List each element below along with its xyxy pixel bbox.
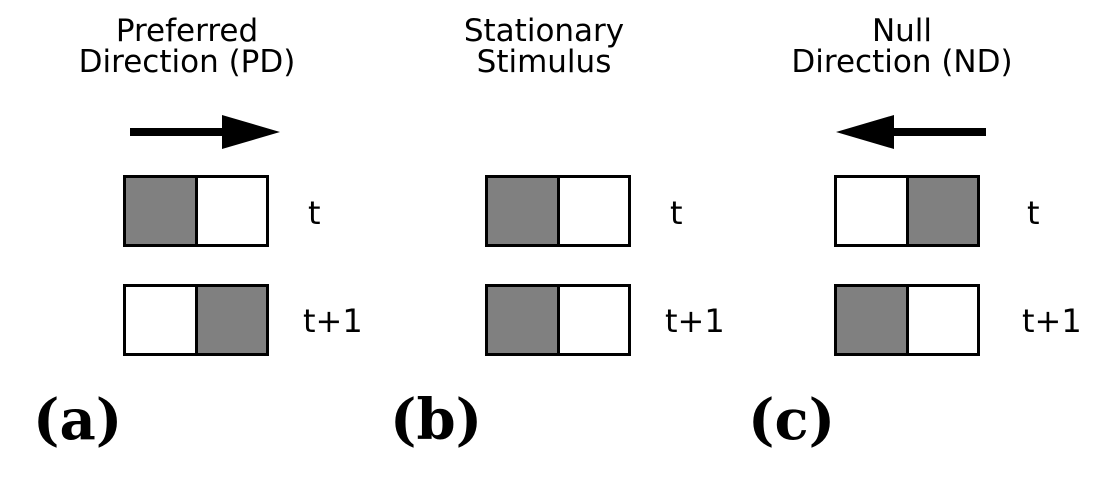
time-label: t (670, 194, 683, 232)
stimulus-row-t-plus-1 (123, 284, 269, 356)
stimulus-cell-empty (126, 287, 195, 353)
time-label: t+1 (1022, 302, 1082, 340)
panel-title: Preferred Direction (PD) (57, 16, 317, 78)
panel-letter: (b) (390, 387, 483, 453)
panel-title-line1: Preferred (115, 13, 259, 49)
time-label: t (308, 194, 321, 232)
stimulus-row-t (485, 175, 631, 247)
panel-stationary-stimulus: Stationary Stimulus t t+1 (b) (362, 0, 725, 481)
time-label: t+1 (303, 302, 363, 340)
panel-title: Null Direction (ND) (772, 16, 1032, 78)
panel-title-line1: Null (871, 13, 933, 49)
stimulus-cell-filled (126, 178, 195, 244)
panel-preferred-direction: Preferred Direction (PD) t t+1 (a) (0, 0, 363, 481)
stimulus-cell-empty (194, 178, 266, 244)
panel-title-line2: Stimulus (476, 44, 612, 80)
panel-title-line2: Direction (PD) (78, 44, 296, 80)
stimulus-cell-empty (837, 178, 906, 244)
stimulus-cell-empty (556, 178, 628, 244)
stimulus-row-t (834, 175, 980, 247)
stimulus-cell-filled (488, 178, 557, 244)
stimulus-cell-filled (194, 287, 266, 353)
stimulus-cell-filled (488, 287, 557, 353)
stimulus-cell-filled (905, 178, 977, 244)
stimulus-cell-empty (905, 287, 977, 353)
stimulus-cell-filled (837, 287, 906, 353)
panel-title-line1: Stationary (463, 13, 625, 49)
stimulus-cell-empty (556, 287, 628, 353)
stimulus-row-t-plus-1 (485, 284, 631, 356)
panel-title: Stationary Stimulus (414, 16, 674, 78)
stimulus-row-t-plus-1 (834, 284, 980, 356)
stimulus-row-t (123, 175, 269, 247)
time-label: t (1027, 194, 1040, 232)
panel-title-line2: Direction (ND) (791, 44, 1013, 80)
arrow-right-icon (130, 115, 280, 149)
time-label: t+1 (665, 302, 725, 340)
panel-letter: (a) (33, 387, 123, 453)
arrow-left-icon (836, 115, 986, 149)
panel-null-direction: Null Direction (ND) t t+1 (c) (722, 0, 1082, 481)
panel-letter: (c) (748, 387, 836, 453)
